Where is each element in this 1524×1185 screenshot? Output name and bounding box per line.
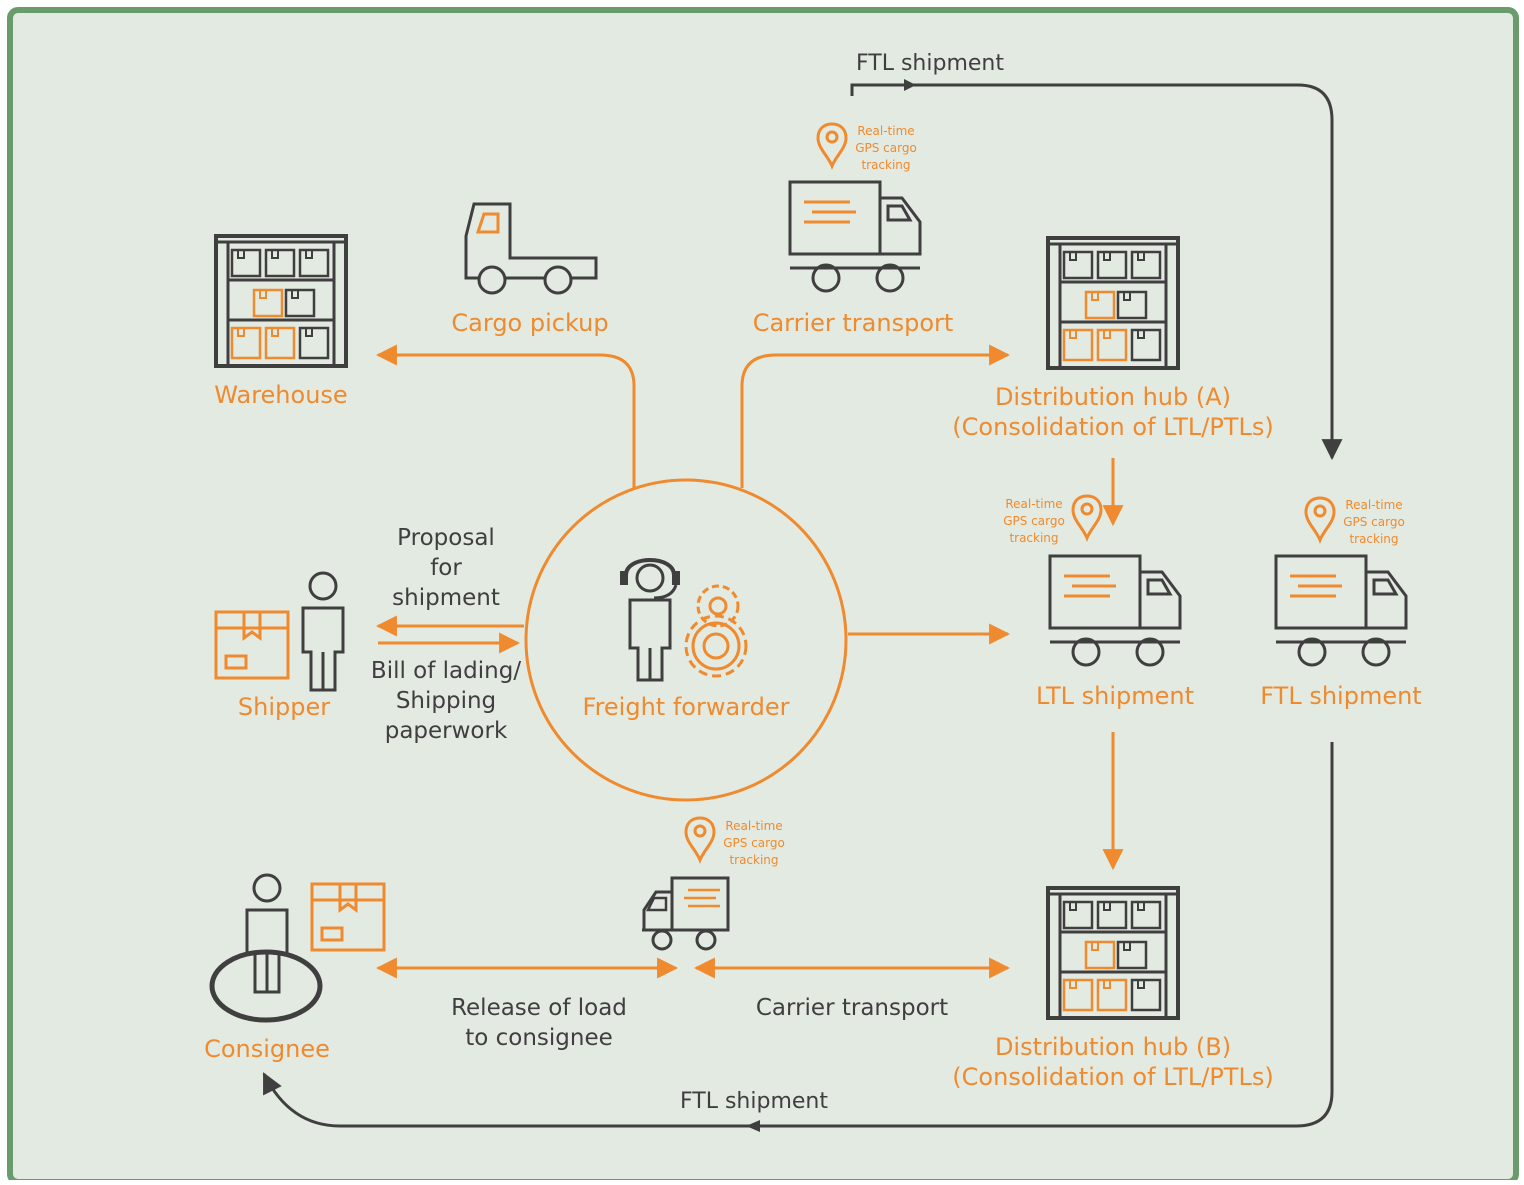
carrier-transport-top-label: Carrier transport [753,309,954,337]
svg-text:GPS cargo: GPS cargo [1003,514,1065,528]
proposal-label: Proposal for shipment [392,525,500,611]
consignee-label: Consignee [204,1035,330,1063]
svg-text:tracking: tracking [861,158,910,172]
hub-b-label-line1: Distribution hub (B) [995,1033,1231,1061]
arrow-forwarder-to-hub-a [740,344,1011,488]
ftl-shipment-label: FTL shipment [1260,682,1421,710]
svg-text:Real-time: Real-time [725,819,782,833]
ftl-shipment-top-label: FTL shipment [856,51,1004,76]
carrier-transport-bottom-label: Carrier transport [756,995,948,1021]
warehouse-label: Warehouse [214,381,347,409]
svg-text:Proposal: Proposal [397,525,495,551]
svg-text:shipment: shipment [392,585,500,611]
svg-text:tracking: tracking [1009,531,1058,545]
svg-text:Real-time: Real-time [857,124,914,138]
freight-forwarder-circle [524,478,848,802]
gps-tracking-label: Real-time GPS cargo tracking [855,124,917,172]
gps-tracking-label: Real-time GPS cargo tracking [1343,498,1405,546]
arrow-forwarder-to-warehouse [375,344,636,488]
svg-text:GPS cargo: GPS cargo [723,836,785,850]
svg-text:Shipping: Shipping [396,688,496,714]
small-delivery-truck-icon [642,876,730,951]
svg-text:GPS cargo: GPS cargo [1343,515,1405,529]
arrow-ftl-bottom [262,742,1334,1128]
hub-b-label-line2: (Consolidation of LTL/PTLs) [952,1063,1273,1091]
svg-text:Bill of lading/: Bill of lading/ [371,658,521,684]
hub-a-label-line2: (Consolidation of LTL/PTLs) [952,413,1273,441]
bill-of-lading-label: Bill of lading/ Shipping paperwork [371,658,521,744]
svg-text:Real-time: Real-time [1005,497,1062,511]
svg-text:to consignee: to consignee [465,1025,613,1051]
svg-text:tracking: tracking [1349,532,1398,546]
svg-text:Release of load: Release of load [451,995,627,1021]
gps-tracking-label: Real-time GPS cargo tracking [723,819,785,867]
arrow-ftl-bottom-midhead [746,1120,760,1132]
svg-text:paperwork: paperwork [385,718,508,744]
flatbed-truck-icon [464,202,598,295]
svg-text:Real-time: Real-time [1345,498,1402,512]
person-on-platform-icon [209,873,323,1023]
release-of-load-label: Release of load to consignee [451,995,627,1051]
gps-tracking-label: Real-time GPS cargo tracking [1003,497,1065,545]
cargo-pickup-label: Cargo pickup [451,309,608,337]
arrow-ftl-top [850,83,1343,461]
operator-headset-gears-icon [620,558,748,682]
svg-text:for: for [430,555,462,581]
shipper-label: Shipper [238,693,330,721]
svg-text:tracking: tracking [729,853,778,867]
ltl-shipment-label: LTL shipment [1036,682,1194,710]
svg-text:GPS cargo: GPS cargo [855,141,917,155]
ftl-shipment-bottom-label: FTL shipment [680,1089,828,1114]
freight-forwarder-label: Freight forwarder [583,693,790,721]
arrow-ftl-top-midhead [904,79,916,91]
hub-a-label-line1: Distribution hub (A) [995,383,1231,411]
